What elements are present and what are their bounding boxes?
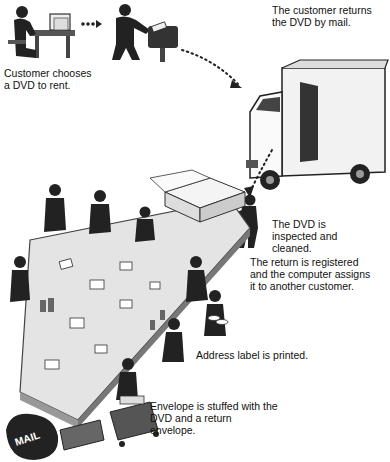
workers xyxy=(10,184,226,400)
callout-text: Envelope is stuffed with the DVD and a r… xyxy=(150,400,278,436)
customer-at-mailbox xyxy=(112,4,178,62)
bag-label: MAIL xyxy=(13,424,55,448)
callout-text: Customer chooses a DVD to rent. xyxy=(4,67,94,91)
callout-text: The customer returns the DVD by mail. xyxy=(272,4,384,28)
dotted-arrow xyxy=(81,20,102,28)
callout-text: Address label is printed. xyxy=(196,349,346,361)
dotted-arrow xyxy=(250,150,272,192)
callout-text: The DVD is inspected and cleaned. xyxy=(272,218,372,254)
arrow-head xyxy=(230,80,242,88)
callout-text: The return is registered and the compute… xyxy=(250,256,378,292)
dotted-arrow xyxy=(182,50,238,84)
assembly-table xyxy=(20,170,250,428)
customer-at-desk xyxy=(8,6,75,58)
carts xyxy=(60,316,228,451)
delivery-truck xyxy=(246,60,388,190)
mail-bag xyxy=(6,414,58,460)
